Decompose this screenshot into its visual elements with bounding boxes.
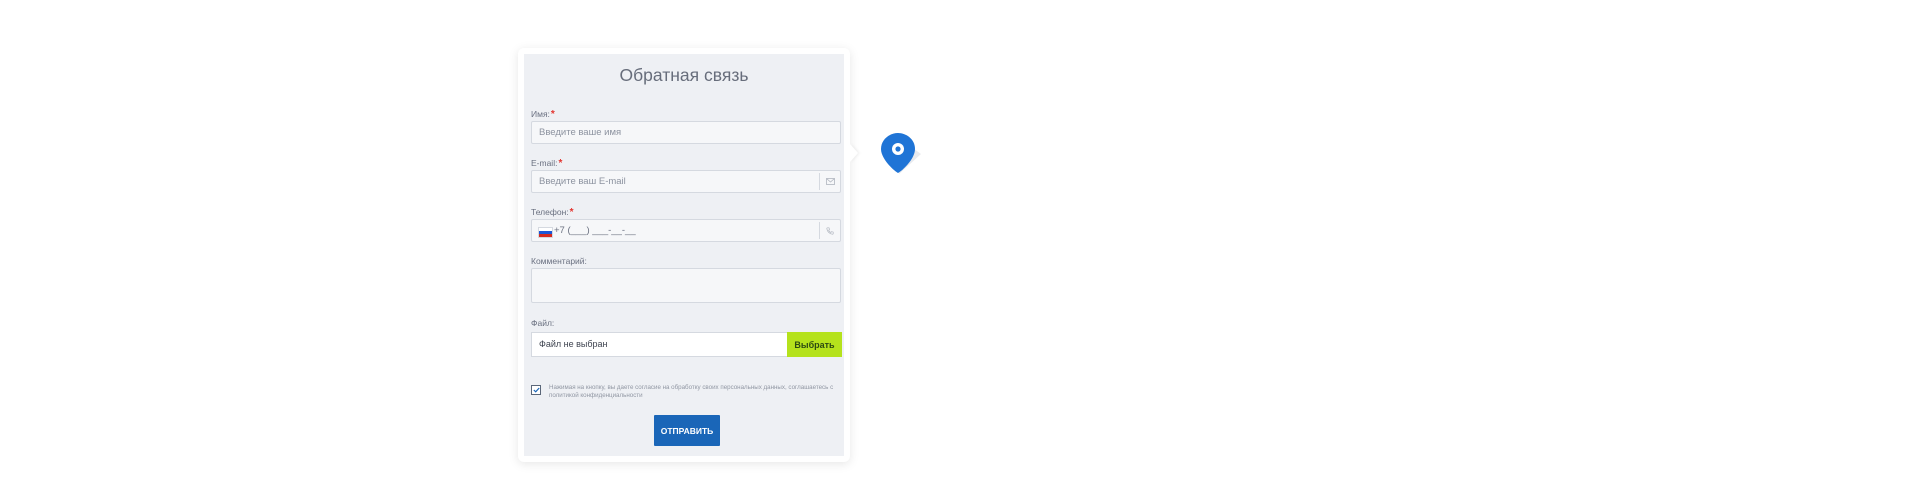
required-mark: * xyxy=(569,207,574,218)
comment-textarea[interactable] xyxy=(531,268,841,303)
required-mark: * xyxy=(558,158,563,169)
map-pin-icon[interactable] xyxy=(881,132,933,178)
consent-text: Нажимая на кнопку, вы даете согласие на … xyxy=(549,384,834,399)
phone-label: Телефон:* xyxy=(531,207,574,218)
submit-button[interactable]: ОТПРАВИТЬ xyxy=(654,415,720,446)
form-title: Обратная связь xyxy=(619,65,749,85)
name-placeholder: Введите ваше имя xyxy=(539,127,622,138)
feedback-form: Обратная связь Имя:* Введите ваше имя E-… xyxy=(524,54,844,456)
name-label: Имя:* xyxy=(531,109,555,120)
phone-icon xyxy=(819,222,840,239)
consent-checkbox[interactable] xyxy=(531,385,541,395)
phone-mask: +7 (___) ___-__-__ xyxy=(554,225,636,236)
envelope-icon xyxy=(819,173,840,190)
phone-input[interactable]: +7 (___) ___-__-__ xyxy=(531,219,841,242)
file-label: Файл: xyxy=(531,318,555,328)
file-name-display[interactable]: Файл не выбран xyxy=(531,332,787,357)
feedback-form-card: Обратная связь Имя:* Введите ваше имя E-… xyxy=(518,48,850,462)
comment-label: Комментарий: xyxy=(531,256,587,266)
email-label: E-mail:* xyxy=(531,158,563,169)
email-placeholder: Введите ваш E-mail xyxy=(539,176,626,187)
checkmark-icon xyxy=(532,387,540,393)
choose-file-button[interactable]: Выбрать xyxy=(787,332,842,357)
russia-flag-icon[interactable] xyxy=(538,227,553,238)
email-input[interactable]: Введите ваш E-mail xyxy=(531,170,841,193)
name-input[interactable]: Введите ваше имя xyxy=(531,121,841,144)
file-status: Файл не выбран xyxy=(539,339,608,349)
required-mark: * xyxy=(550,109,555,120)
